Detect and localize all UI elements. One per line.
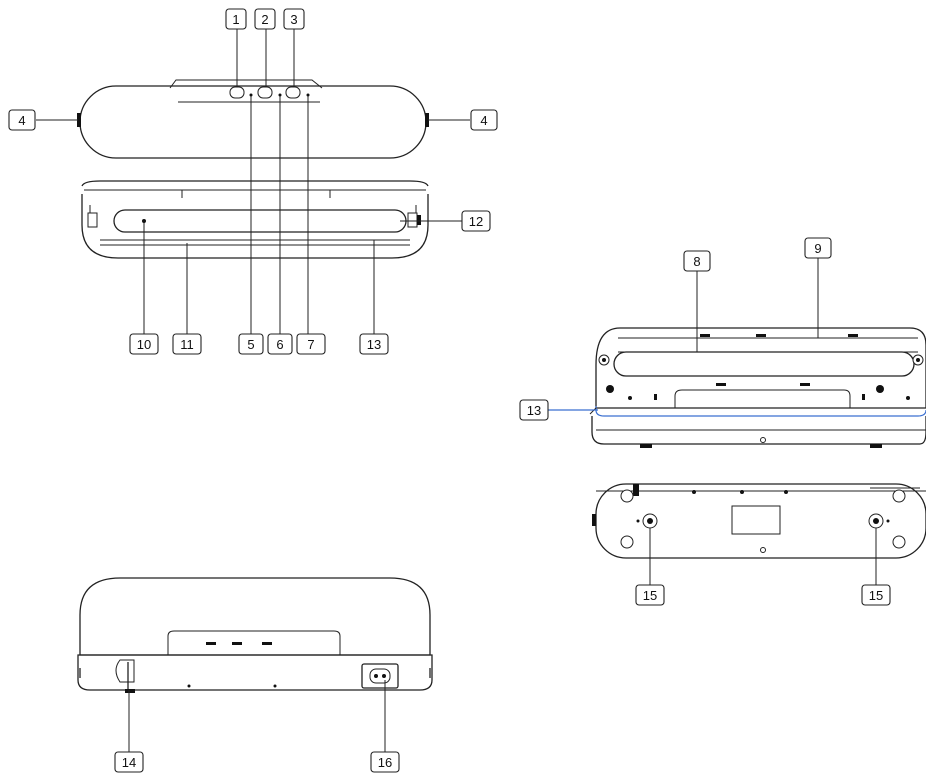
callout-4-right-label: 4 (480, 113, 487, 128)
lid-outline (79, 85, 427, 159)
base-body (81, 194, 429, 259)
callout-16-label: 16 (378, 755, 392, 770)
button-2-icon (257, 86, 273, 99)
button-1-icon (229, 86, 245, 99)
latch-right-icon (425, 113, 429, 127)
cutter-slot-icon (115, 659, 135, 683)
callout-1-label: 1 (232, 12, 239, 27)
callout-14-label: 14 (122, 755, 136, 770)
latch-left-icon (77, 113, 81, 127)
hinge-block (167, 630, 341, 655)
callout-10-label: 10 (137, 337, 151, 352)
topdown-seal-lip (595, 406, 926, 417)
leader-lines (36, 29, 877, 752)
callout-12-label: 12 (469, 214, 483, 229)
rating-label-plate (731, 505, 781, 535)
callout-15-left-label: 15 (643, 588, 657, 603)
control-panel (169, 79, 323, 89)
callout-4-right: 4 (470, 109, 498, 131)
bottom-view (592, 483, 926, 559)
callout-12: 12 (461, 210, 491, 232)
topdown-gasket (613, 351, 915, 377)
callout-6: 6 (267, 333, 293, 355)
callout-10: 10 (129, 333, 159, 355)
topdown-lid (595, 327, 926, 409)
callout-8: 8 (683, 250, 711, 272)
callout-13-front-label: 13 (367, 337, 381, 352)
callout-5: 5 (238, 333, 264, 355)
topdown-view-open (589, 327, 926, 448)
callout-5-label: 5 (247, 337, 254, 352)
led-5-icon (249, 93, 253, 97)
clip-right-icon (407, 212, 418, 228)
callout-15-right: 15 (861, 584, 891, 606)
callout-4-left: 4 (8, 109, 36, 131)
callout-15-right-label: 15 (869, 588, 883, 603)
callout-11: 11 (172, 333, 202, 355)
rear-view-open (77, 577, 433, 693)
callout-4-left-label: 4 (18, 113, 25, 128)
callout-16: 16 (370, 751, 400, 773)
top-view-closed (77, 79, 429, 159)
callout-2: 2 (254, 8, 276, 30)
callout-2-label: 2 (261, 12, 268, 27)
vacuum-channel (113, 209, 407, 233)
callout-13-topdown-label: 13 (527, 403, 541, 418)
callout-1: 1 (225, 8, 247, 30)
power-socket-icon (361, 663, 399, 689)
open-lid-edge (81, 180, 429, 187)
callout-11-label: 11 (180, 337, 194, 352)
rear-lid (79, 577, 431, 656)
rear-base (77, 654, 433, 691)
callout-9-label: 9 (814, 241, 821, 256)
vent-hole-icon (142, 219, 146, 223)
callout-6-label: 6 (276, 337, 283, 352)
button-3-icon (285, 86, 301, 99)
callout-13-topdown: 13 (519, 399, 549, 421)
callout-3: 3 (283, 8, 305, 30)
callout-3-label: 3 (290, 12, 297, 27)
clip-left-icon (87, 212, 98, 228)
callout-7: 7 (296, 333, 326, 355)
front-view-open (81, 180, 429, 259)
callout-9: 9 (804, 237, 832, 259)
callout-13-front: 13 (359, 333, 389, 355)
led-7-icon (306, 93, 310, 97)
callout-7-label: 7 (307, 337, 314, 352)
callout-14: 14 (114, 751, 144, 773)
led-6-icon (278, 93, 282, 97)
callout-8-label: 8 (693, 254, 700, 269)
callout-15-left: 15 (635, 584, 665, 606)
